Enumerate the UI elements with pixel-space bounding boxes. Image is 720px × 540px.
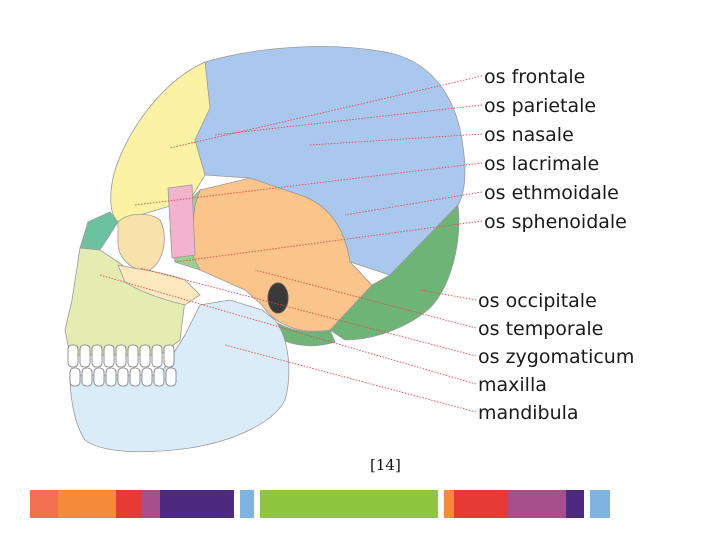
color-strip-segment: [444, 490, 454, 518]
frontal-bone: [110, 61, 211, 223]
lacrimal-bone: [167, 184, 196, 259]
color-strip-segment: [260, 490, 350, 518]
tooth: [103, 344, 115, 368]
leader-line: [169, 75, 483, 149]
tooth: [163, 344, 175, 368]
color-strip-segment: [234, 490, 240, 518]
color-strip-segment: [142, 490, 160, 518]
leader-line: [419, 289, 477, 301]
leader-line: [254, 269, 477, 329]
label-frontale: os frontale: [484, 66, 586, 88]
temporal-bone: [189, 177, 373, 332]
tooth: [151, 344, 163, 368]
tooth: [91, 344, 103, 368]
color-strip-segment: [116, 490, 142, 518]
tooth: [105, 367, 117, 387]
decorative-color-strip: [30, 490, 688, 518]
label-mandibula: mandibula: [478, 402, 579, 424]
maxilla-bone: [64, 247, 186, 356]
label-maxilla: maxilla: [478, 374, 547, 396]
teeth: [67, 344, 177, 387]
color-strip-segment: [494, 490, 508, 518]
tooth: [81, 367, 93, 387]
zygomatic-bone: [117, 264, 201, 306]
leader-line: [174, 220, 483, 263]
tooth: [141, 367, 153, 387]
label-temporale: os temporale: [478, 318, 604, 340]
tooth: [165, 367, 177, 387]
color-strip-segment: [454, 490, 494, 518]
tooth: [69, 367, 81, 387]
color-strip-segment: [350, 490, 438, 518]
label-ethmoidale: os ethmoidale: [484, 182, 619, 204]
nasal-bone: [79, 211, 119, 251]
citation: [14]: [370, 456, 401, 474]
color-strip-segment: [438, 490, 444, 518]
color-strip-segment: [590, 490, 610, 518]
color-strip-segment: [566, 490, 584, 518]
leader-line: [224, 344, 477, 413]
tooth: [93, 367, 105, 387]
tooth: [67, 344, 79, 368]
color-strip-segment: [58, 490, 116, 518]
tooth: [127, 344, 139, 368]
label-sphenoidale: os sphenoidale: [484, 211, 627, 233]
tooth: [153, 367, 165, 387]
color-strip-segment: [240, 490, 254, 518]
leader-line: [134, 162, 483, 206]
color-strip-segment: [160, 490, 234, 518]
color-strip-segment: [584, 490, 590, 518]
label-zygomaticum: os zygomaticum: [478, 346, 635, 368]
label-parietale: os parietale: [484, 95, 597, 117]
label-nasale: os nasale: [484, 124, 574, 146]
color-strip-segment: [548, 490, 566, 518]
leader-line: [344, 191, 483, 216]
mandible-bone: [69, 299, 290, 453]
color-strip-segment: [254, 490, 260, 518]
color-strip-segment: [508, 490, 548, 518]
tooth: [139, 344, 151, 368]
tooth: [129, 367, 141, 387]
label-lacrimale: os lacrimale: [484, 153, 600, 175]
tooth: [117, 367, 129, 387]
ear-canal: [267, 282, 289, 314]
tooth: [115, 344, 127, 368]
leader-line: [99, 274, 477, 385]
occipital-bone: [329, 204, 460, 341]
label-occipitale: os occipitale: [478, 290, 597, 312]
color-strip-segment: [30, 490, 58, 518]
orbit-socket: [117, 213, 165, 271]
leader-line: [139, 267, 477, 357]
tooth: [79, 344, 91, 368]
leader-lines: [99, 75, 483, 413]
